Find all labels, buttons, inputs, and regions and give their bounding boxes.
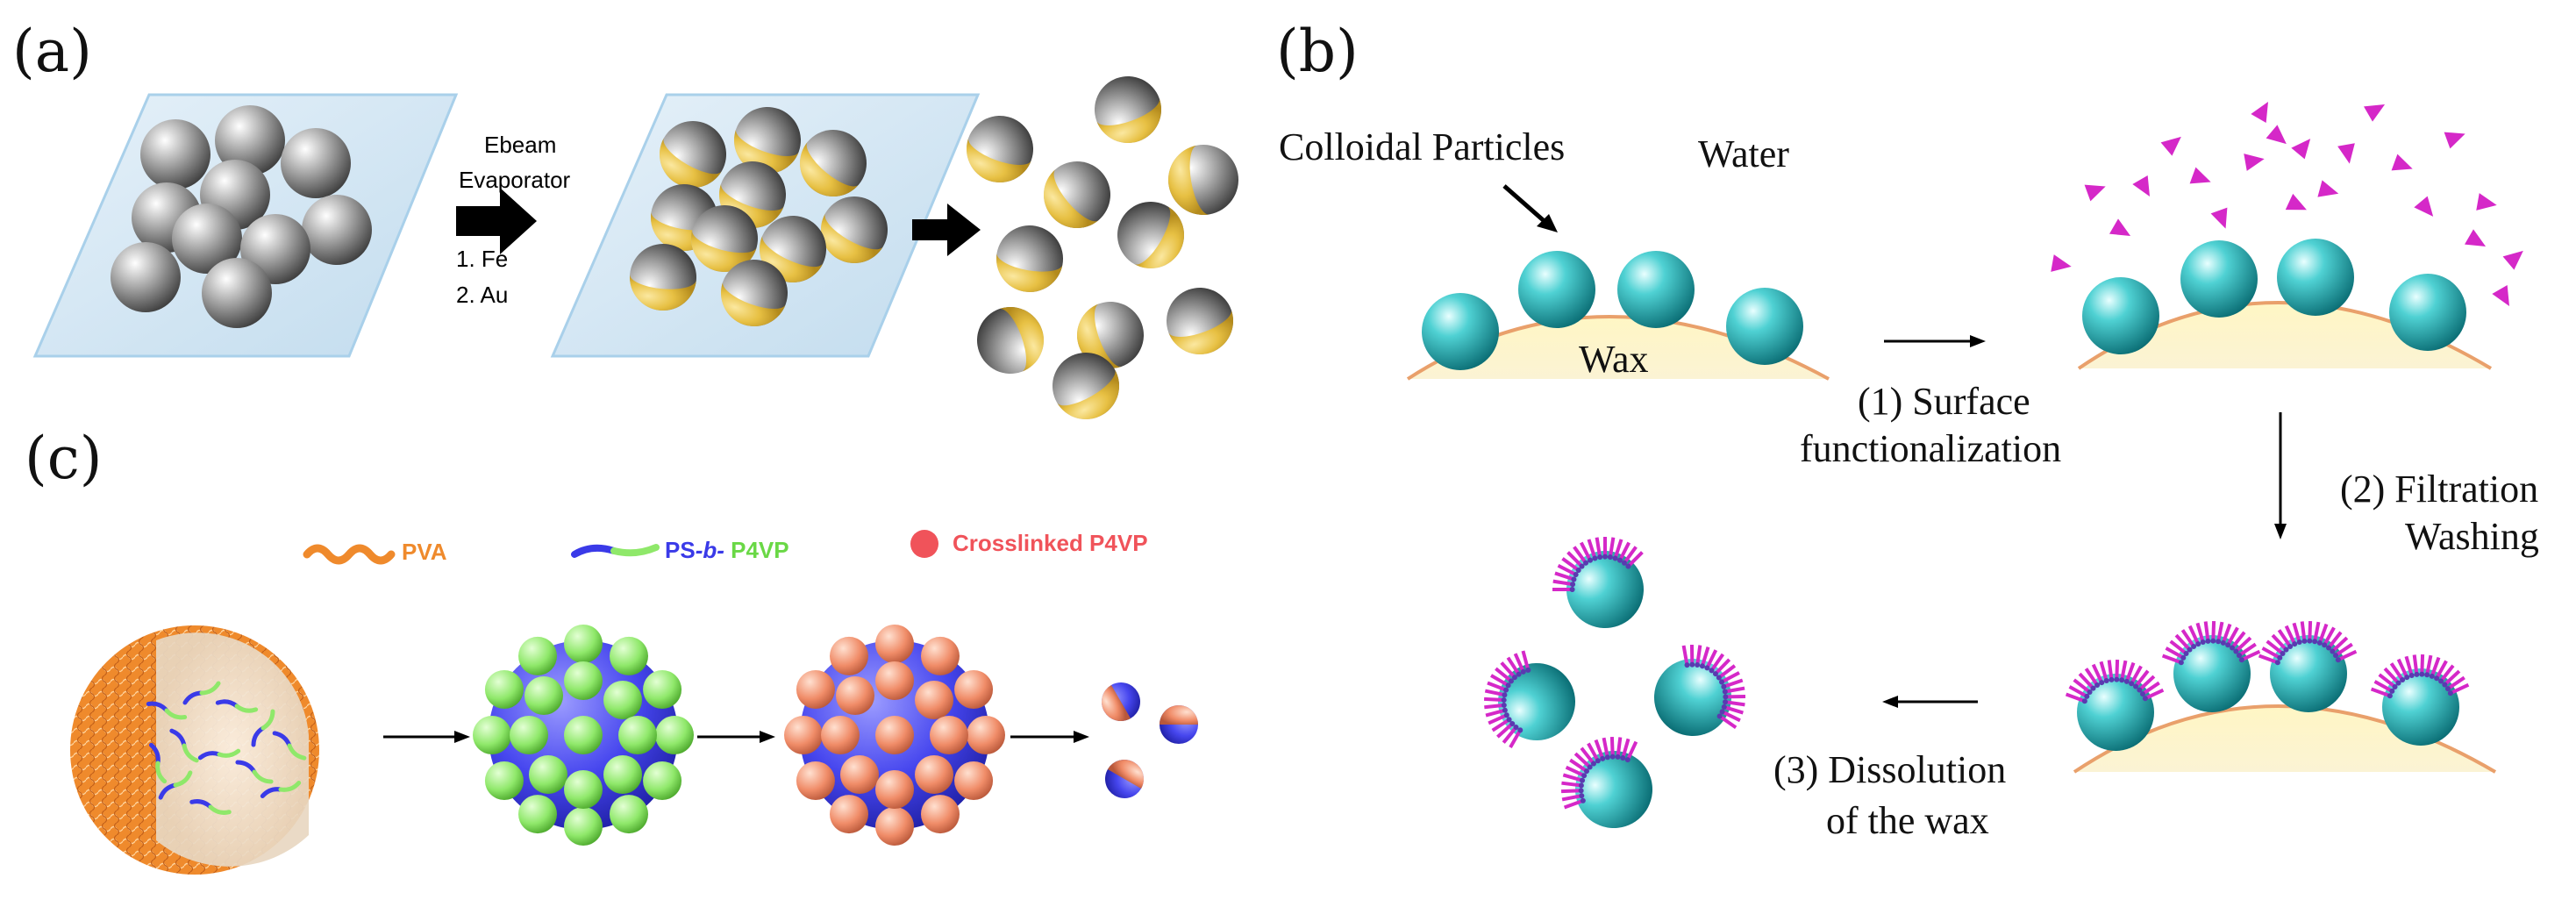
- step3-wax-label: of the wax: [1826, 799, 1989, 842]
- janus-particle: [1117, 202, 1184, 268]
- step1-functionalization-label: functionalization: [1800, 427, 2062, 470]
- panel-b-stage3: [2065, 620, 2497, 774]
- janus-particle: [660, 121, 726, 188]
- arrow-left-icon: [1882, 696, 1978, 708]
- step-au-label: 2. Au: [456, 282, 509, 308]
- panel-a-slide-middle: [550, 93, 981, 358]
- functionalized-particle: [2161, 620, 2261, 712]
- functionalized-particle: [2065, 659, 2165, 751]
- ps-core-green-domains: [473, 625, 694, 846]
- janus-particle: [1168, 145, 1238, 215]
- janus-particle: [800, 130, 867, 196]
- small-janus-particle: [1160, 705, 1198, 744]
- janus-particle: [996, 225, 1063, 292]
- evaporator-label: Evaporator: [459, 167, 571, 193]
- step2-washing-label: Washing: [2405, 515, 2539, 558]
- janus-particle: [977, 307, 1044, 374]
- arrow-right-icon: [383, 731, 470, 743]
- janus-particle-cluster: [630, 107, 888, 326]
- functionalized-particle: [1552, 536, 1644, 628]
- gray-particle-cluster: [111, 105, 372, 328]
- legend-pva-icon: [303, 544, 396, 565]
- janus-particle: [1167, 288, 1233, 354]
- janus-particle: [721, 260, 788, 326]
- janus-particle: [630, 244, 696, 311]
- panel-b-stage2: [2051, 101, 2523, 370]
- panel-a-slide-left: [32, 93, 459, 358]
- janus-nanoparticles: [1102, 682, 1198, 798]
- panel-label-a: (a): [12, 18, 92, 85]
- arrow-right-icon: [697, 731, 775, 743]
- arrow-right-icon: [456, 188, 537, 254]
- legend-crosslinked-icon: [910, 530, 938, 558]
- panel-label-c: (c): [25, 425, 103, 492]
- janus-particle: [1044, 161, 1110, 228]
- janus-particle: [967, 116, 1033, 182]
- ps-core-crosslinked-domains: [784, 625, 1005, 846]
- wax-label: Wax: [1579, 338, 1649, 381]
- arrow-right-icon: [1010, 731, 1089, 743]
- panel-label-b: (b): [1276, 18, 1359, 85]
- legend-p4vp-text: P4VP: [724, 537, 789, 563]
- step-fe-label: 1. Fe: [456, 246, 509, 272]
- janus-particle: [1095, 76, 1161, 143]
- step1-surface-label: (1) Surface: [1858, 380, 2030, 423]
- functionalized-particle: [2258, 620, 2358, 712]
- arrow-right-icon: [912, 204, 981, 256]
- functionalized-particle: [2370, 654, 2470, 746]
- functionalization-molecules: [2051, 101, 2523, 307]
- water-label: Water: [1698, 132, 1789, 175]
- legend-pva-label: PVA: [402, 539, 447, 565]
- step3-dissolution-label: (3) Dissolution: [1773, 748, 2007, 791]
- legend-ps-b-p4vp-icon: [571, 544, 660, 558]
- legend-crosslinked-label: Crosslinked P4VP: [953, 530, 1148, 556]
- small-janus-particle: [1102, 682, 1140, 721]
- pva-vesicle: [70, 625, 319, 875]
- functionalized-particle: [1560, 736, 1652, 828]
- janus-particle: [1077, 302, 1144, 368]
- small-janus-particle: [1105, 760, 1144, 798]
- colloidal-particles-label: Colloidal Particles: [1279, 125, 1566, 168]
- dispersed-janus-particles: [967, 76, 1238, 419]
- legend-b-text: -b-: [695, 537, 724, 563]
- step2-filtration-label: (2) Filtration: [2340, 468, 2539, 511]
- janus-particle: [821, 196, 888, 263]
- functionalized-particle: [1483, 650, 1575, 748]
- arrow-down-icon: [2274, 412, 2287, 539]
- ebeam-label: Ebeam: [484, 132, 557, 158]
- janus-particle: [1053, 353, 1119, 419]
- legend-ps-b-p4vp-label: PS-b- P4VP: [665, 537, 789, 564]
- arrow-right-icon: [1884, 335, 1986, 347]
- legend-ps-text: PS: [665, 537, 696, 563]
- panel-b-stage1: [1406, 184, 1830, 381]
- panel-b-released-particles: [1483, 536, 1746, 828]
- functionalized-particle: [1654, 644, 1746, 736]
- janus-particle: [691, 205, 758, 272]
